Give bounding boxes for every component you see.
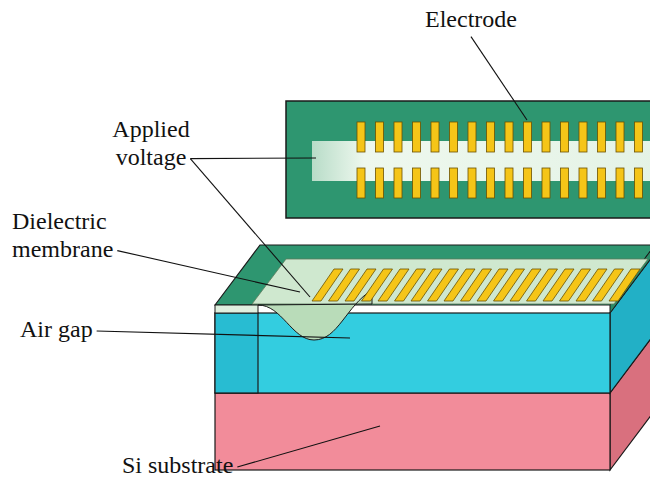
leader-line bbox=[117, 251, 300, 292]
electrode-finger bbox=[635, 168, 643, 198]
electrode-finger bbox=[505, 122, 513, 152]
part-label: Applied voltage bbox=[92, 116, 210, 171]
leader-line bbox=[471, 37, 527, 120]
electrode-finger bbox=[487, 122, 495, 152]
part-label: Si substrate bbox=[122, 452, 233, 480]
membrane-edge bbox=[215, 305, 258, 313]
electrode-finger bbox=[468, 122, 476, 152]
electrode-finger bbox=[616, 168, 624, 198]
part-label: Dielectric membrane bbox=[12, 208, 172, 263]
top-view-panel bbox=[286, 101, 650, 218]
electrode-finger bbox=[357, 168, 365, 198]
electrode-finger bbox=[394, 122, 402, 152]
part-label: Electrode bbox=[425, 6, 517, 34]
electrode-finger bbox=[450, 168, 458, 198]
electrode-finger bbox=[431, 168, 439, 198]
electrode-finger bbox=[394, 168, 402, 198]
electrode-finger bbox=[524, 122, 532, 152]
leader-line bbox=[190, 159, 310, 297]
electrode-finger bbox=[450, 122, 458, 152]
electrode-finger bbox=[376, 122, 384, 152]
part-label: Air gap bbox=[20, 316, 93, 344]
spacer-wall bbox=[215, 313, 258, 393]
electrode-finger bbox=[598, 168, 606, 198]
electrode-finger bbox=[357, 122, 365, 152]
electrode-finger bbox=[561, 168, 569, 198]
electrode-finger bbox=[524, 168, 532, 198]
leader-line bbox=[190, 157, 316, 159]
air-gap-front bbox=[215, 313, 610, 393]
electrode-finger bbox=[616, 122, 624, 152]
electrode-finger bbox=[542, 168, 550, 198]
electrode-finger bbox=[579, 168, 587, 198]
electrode-finger bbox=[505, 168, 513, 198]
electrode-finger bbox=[376, 168, 384, 198]
electrode-finger bbox=[609, 269, 640, 301]
top-view-electrodes bbox=[357, 122, 643, 198]
electrode-finger bbox=[413, 122, 421, 152]
membrane-window bbox=[252, 259, 648, 304]
membrane-electrodes bbox=[312, 269, 640, 301]
electrode-finger bbox=[561, 122, 569, 152]
substrate-front bbox=[215, 393, 610, 470]
electrode-finger bbox=[598, 122, 606, 152]
electrode-finger bbox=[413, 168, 421, 198]
electrode-finger bbox=[542, 122, 550, 152]
electrode-finger bbox=[468, 168, 476, 198]
electrode-finger bbox=[579, 122, 587, 152]
electrode-finger bbox=[487, 168, 495, 198]
electrode-finger bbox=[635, 122, 643, 152]
membrane-top-face bbox=[215, 245, 650, 305]
leader-line bbox=[237, 426, 380, 467]
leader-line bbox=[97, 331, 350, 338]
electrode-finger bbox=[431, 122, 439, 152]
